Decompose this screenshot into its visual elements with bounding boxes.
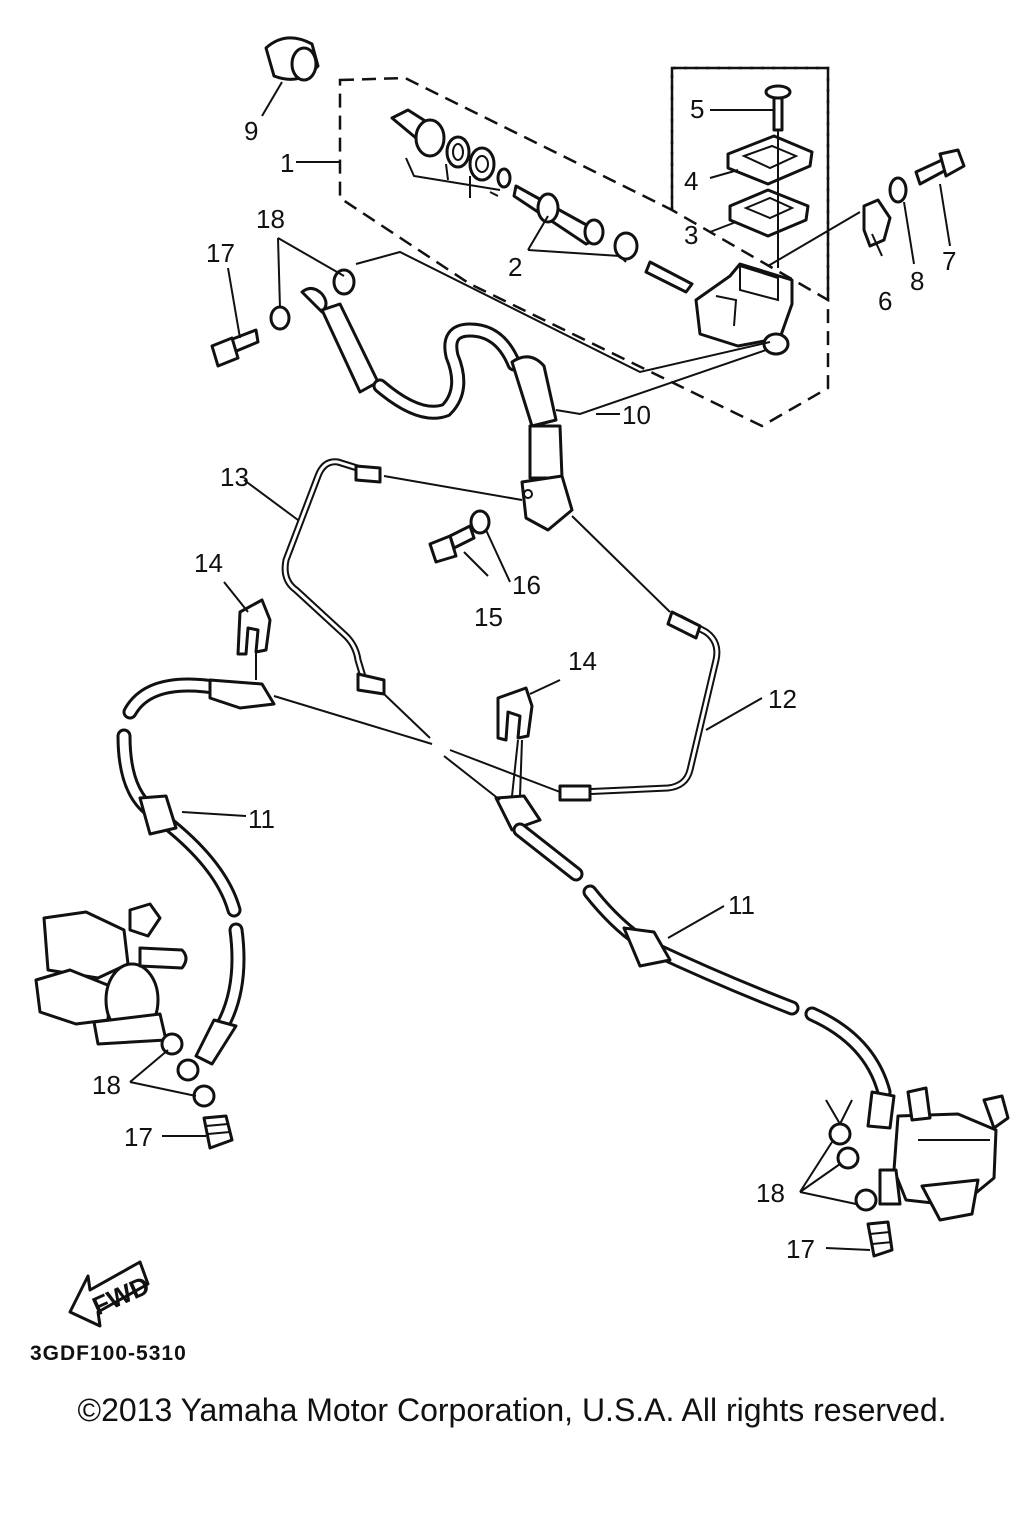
brake-caliper-right bbox=[878, 1086, 1010, 1222]
fwd-arrow-icon: FWD bbox=[68, 1260, 154, 1328]
callout-8: 8 bbox=[910, 266, 924, 296]
brake-caliper-left bbox=[34, 902, 188, 1046]
leader-lines bbox=[129, 81, 951, 1251]
diaphragm-part-3 bbox=[728, 188, 810, 238]
callout-9: 9 bbox=[244, 116, 258, 146]
callout-12: 12 bbox=[768, 684, 797, 714]
brake-hose-part-11-right bbox=[494, 794, 896, 1130]
callout-10: 10 bbox=[622, 400, 651, 430]
callout-17-right: 17 bbox=[786, 1234, 815, 1264]
callout-18-left: 18 bbox=[92, 1070, 121, 1100]
callout-17-top: 17 bbox=[206, 238, 235, 268]
cap-part-4 bbox=[726, 134, 814, 186]
callout-5: 5 bbox=[690, 94, 704, 124]
copyright-notice: ©2013 Yamaha Motor Corporation, U.S.A. A… bbox=[77, 1392, 947, 1428]
callout-15: 15 bbox=[474, 602, 503, 632]
boot-part-9 bbox=[264, 36, 320, 82]
master-cylinder-body bbox=[694, 262, 794, 356]
callout-16: 16 bbox=[512, 570, 541, 600]
banjo-washer-part-18-right bbox=[828, 1122, 878, 1212]
brake-hose-part-11-left bbox=[116, 677, 276, 1082]
bolt-part-17-top bbox=[210, 328, 260, 368]
callout-6: 6 bbox=[878, 286, 892, 316]
callout-4: 4 bbox=[684, 166, 698, 196]
callout-14-left: 14 bbox=[194, 548, 223, 578]
washer-part-16 bbox=[469, 509, 491, 535]
callout-18-right: 18 bbox=[756, 1178, 785, 1208]
washer-part-8 bbox=[888, 176, 908, 204]
bolt-part-17-right bbox=[866, 1220, 894, 1258]
callout-11-right: 11 bbox=[728, 890, 755, 920]
banjo-washer-part-18-top bbox=[269, 268, 356, 331]
callout-11-left: 11 bbox=[248, 804, 275, 834]
callout-3: 3 bbox=[684, 220, 698, 250]
brake-joint bbox=[520, 474, 574, 532]
callout-14-right: 14 bbox=[568, 646, 597, 676]
callout-2: 2 bbox=[508, 252, 522, 282]
callout-18-top: 18 bbox=[256, 204, 285, 234]
banjo-washer-part-18-left bbox=[160, 1032, 216, 1108]
brake-pipe-part-13 bbox=[281, 458, 386, 696]
callout-7: 7 bbox=[942, 246, 956, 276]
reservoir-cap-kit-boundary bbox=[670, 66, 830, 303]
diagram-reference-code: 3GDF100-5310 bbox=[30, 1342, 187, 1365]
bracket-part-6 bbox=[862, 198, 892, 248]
callout-17-left: 17 bbox=[124, 1122, 153, 1152]
bolt-part-7 bbox=[914, 148, 966, 186]
callout-labels: 9 1 18 17 2 5 4 3 6 8 7 10 13 16 15 14 1… bbox=[92, 94, 956, 1264]
brake-pipe-part-12 bbox=[558, 610, 721, 802]
brake-hose-part-10 bbox=[300, 287, 564, 480]
callout-1: 1 bbox=[280, 148, 294, 178]
bolt-part-15 bbox=[428, 524, 476, 564]
piston-kit-part-2 bbox=[390, 108, 694, 294]
bolt-part-17-left bbox=[202, 1114, 234, 1150]
callout-13: 13 bbox=[220, 462, 249, 492]
master-cylinder-kit-boundary bbox=[338, 66, 830, 428]
clip-part-14-left bbox=[236, 598, 272, 656]
clip-part-14-right bbox=[496, 686, 534, 742]
screw-part-5 bbox=[764, 84, 792, 132]
